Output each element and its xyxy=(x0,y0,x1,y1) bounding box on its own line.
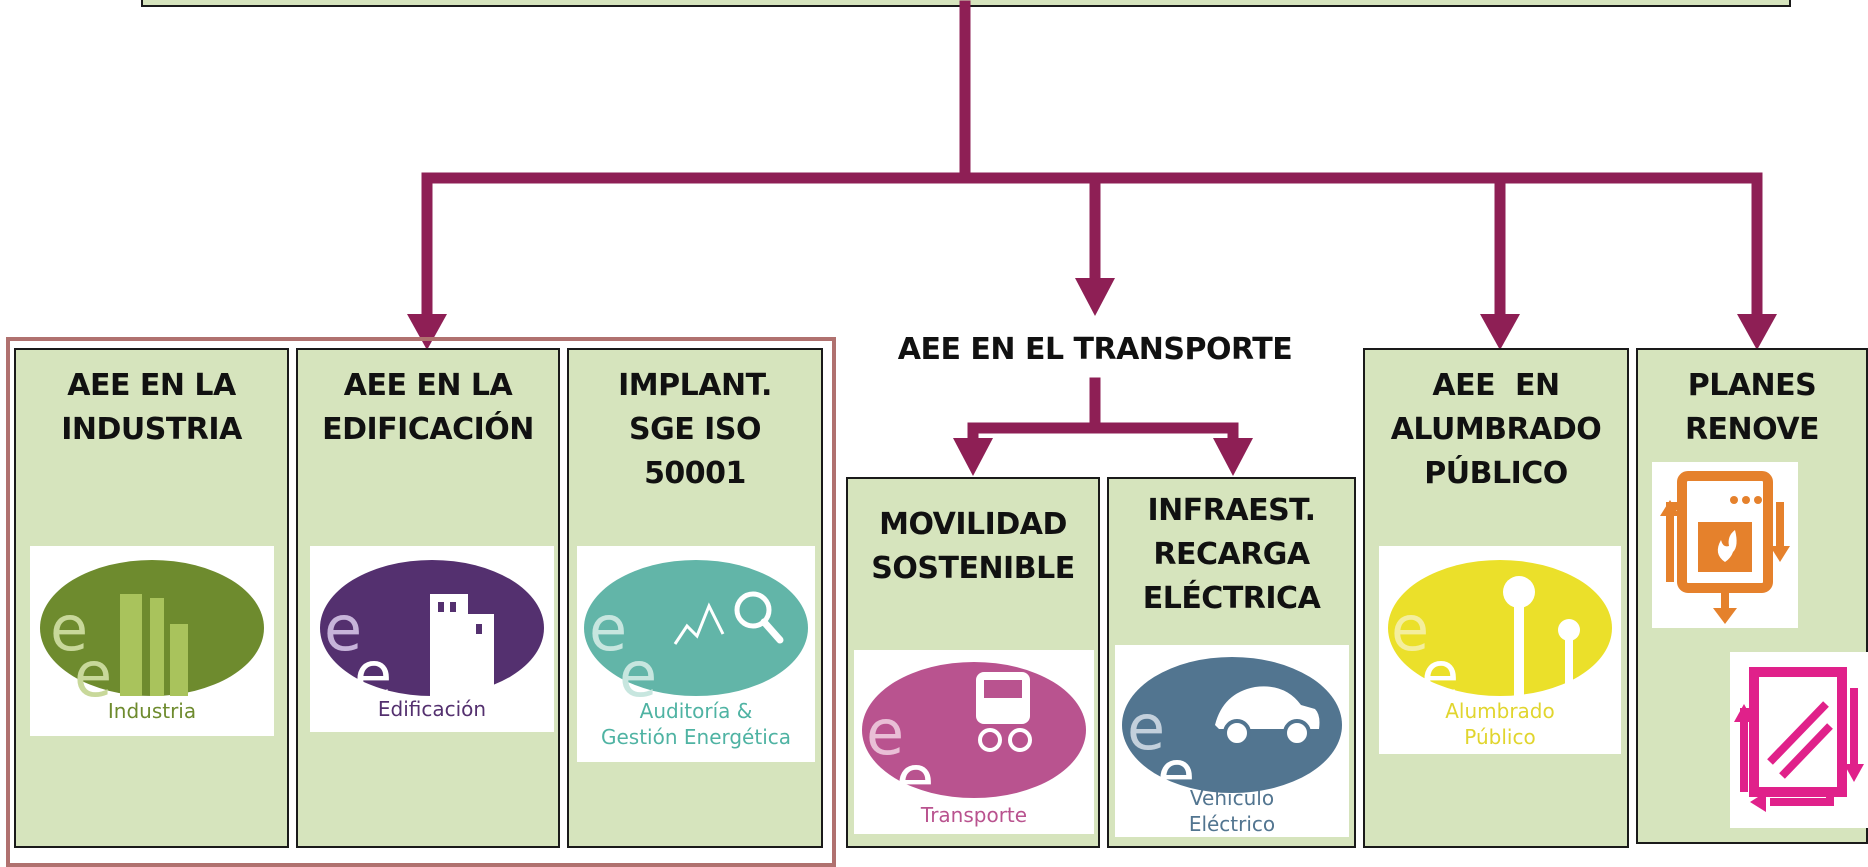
title-line: SOSTENIBLE xyxy=(871,551,1075,586)
title-infraest: INFRAEST. RECARGA ELÉCTRICA xyxy=(1109,489,1354,621)
svg-text:e: e xyxy=(354,638,392,711)
arrowhead-edificacion xyxy=(407,314,447,350)
title-implant: IMPLANT. SGE ISO 50001 xyxy=(569,364,821,496)
caption-implant: Auditoría & Gestión Energética xyxy=(577,698,815,750)
svg-text:e: e xyxy=(589,592,627,665)
svg-text:e: e xyxy=(896,742,934,815)
title-line: PLANES xyxy=(1687,368,1817,403)
logo-infraest: e e Vehículo Eléctrico xyxy=(1115,645,1349,837)
title-line: INDUSTRIA xyxy=(61,412,242,447)
svg-text:e: e xyxy=(324,592,362,665)
arrowhead-renove xyxy=(1737,314,1777,350)
box-renove: PLANES RENOVE xyxy=(1636,348,1868,844)
title-line: INFRAEST. xyxy=(1147,493,1317,528)
svg-text:e: e xyxy=(50,592,88,665)
caption-movilidad: Transporte xyxy=(920,803,1028,827)
window-renew-icon xyxy=(1730,652,1868,828)
logo-edificacion: e e Edificación xyxy=(310,546,554,732)
box-implant: IMPLANT. SGE ISO 50001 e e Auditoría & G… xyxy=(567,348,823,848)
svg-text:e: e xyxy=(619,638,657,711)
arrowhead-movilidad xyxy=(953,438,993,476)
caption-line: Alumbrado xyxy=(1445,699,1555,723)
logo-movilidad: e e Transporte xyxy=(854,650,1094,834)
title-line: RENOVE xyxy=(1684,412,1820,447)
caption-line: Gestión Energética xyxy=(600,725,792,749)
svg-text:e: e xyxy=(1421,638,1459,711)
caption-line: Eléctrico xyxy=(1188,812,1276,836)
title-line: ALUMBRADO xyxy=(1390,412,1602,447)
title-edificacion: AEE EN LA EDIFICACIÓN xyxy=(298,364,558,452)
box-infraest: INFRAEST. RECARGA ELÉCTRICA e e Vehículo… xyxy=(1107,477,1356,848)
caption-line: Público xyxy=(1464,725,1536,749)
svg-text:e: e xyxy=(74,638,112,711)
box-movilidad: MOVILIDAD SOSTENIBLE e e Transporte xyxy=(846,477,1100,848)
title-movilidad: MOVILIDAD SOSTENIBLE xyxy=(848,503,1098,591)
svg-text:e: e xyxy=(1157,737,1195,810)
svg-text:e: e xyxy=(866,696,904,769)
title-line: RECARGA xyxy=(1153,537,1310,572)
box-edificacion: AEE EN LA EDIFICACIÓN e e Edificación xyxy=(296,348,560,848)
logo-implant: e e Auditoría & Gestión Energética xyxy=(577,546,815,762)
title-line: MOVILIDAD xyxy=(879,507,1067,542)
title-line: EDIFICACIÓN xyxy=(322,412,534,447)
title-line: IMPLANT. xyxy=(618,368,772,403)
caption-line: Auditoría & xyxy=(639,699,753,723)
logo-alumbrado: e e Alumbrado Público xyxy=(1379,546,1621,754)
boiler-renew-icon xyxy=(1652,462,1798,628)
arrowhead-alumbrado xyxy=(1480,314,1520,350)
box-alumbrado: AEE EN ALUMBRADO PÚBLICO e e Alumbrado P… xyxy=(1363,348,1629,848)
title-line: SGE ISO xyxy=(629,412,761,447)
arrowhead-transporte xyxy=(1075,278,1115,316)
title-industria: AEE EN LA INDUSTRIA xyxy=(16,364,287,452)
svg-text:e: e xyxy=(1127,691,1165,764)
logo-industria: e e Industria xyxy=(30,546,274,736)
transporte-header: AEE EN EL TRANSPORTE xyxy=(897,332,1293,367)
box-industria: AEE EN LA INDUSTRIA e e Industria xyxy=(14,348,289,848)
title-line: 50001 xyxy=(644,456,746,491)
title-line: AEE EN LA xyxy=(343,368,513,403)
title-line: AEE EN LA xyxy=(67,368,236,403)
title-renove: PLANES RENOVE xyxy=(1638,364,1866,452)
title-line: PÚBLICO xyxy=(1424,456,1568,491)
caption-edificacion: Edificación xyxy=(377,697,487,721)
caption-alumbrado: Alumbrado Público xyxy=(1379,698,1621,750)
title-line: ELÉCTRICA xyxy=(1142,581,1321,616)
arrowhead-infraest xyxy=(1213,438,1253,476)
svg-text:e: e xyxy=(1391,592,1429,665)
caption-line: Vehículo xyxy=(1189,786,1275,810)
caption-infraest: Vehículo Eléctrico xyxy=(1115,785,1349,837)
title-line: AEE EN xyxy=(1432,368,1560,403)
caption-industria: Industria xyxy=(107,699,197,723)
arrowheads xyxy=(407,278,1777,476)
title-alumbrado: AEE EN ALUMBRADO PÚBLICO xyxy=(1365,364,1627,496)
